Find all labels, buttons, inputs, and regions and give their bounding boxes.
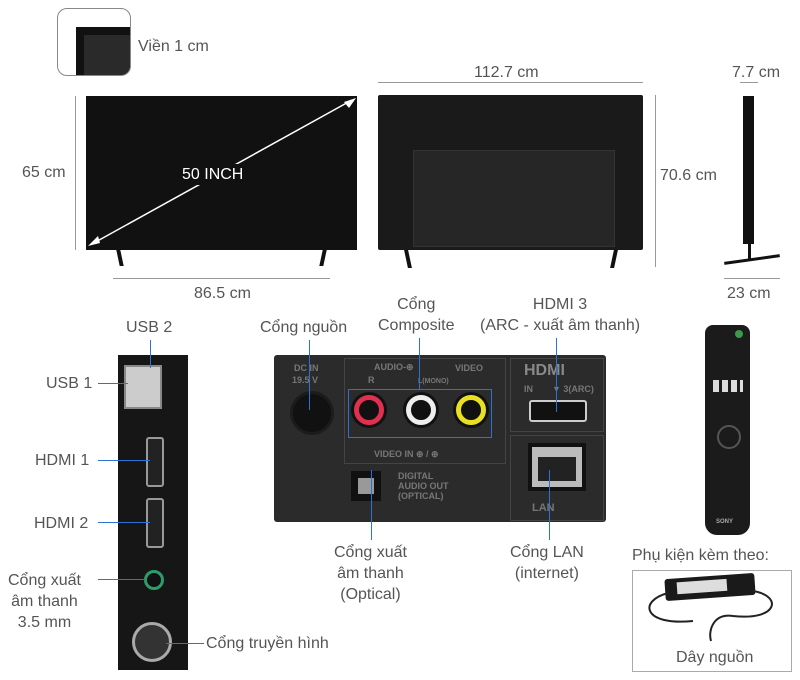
hdmi-arc-text: ▼ 3(ARC) <box>552 384 594 394</box>
front-leg-right <box>319 250 327 266</box>
antenna-port <box>132 622 172 662</box>
side-depth-line <box>740 82 758 83</box>
hdmi3-callout <box>556 338 557 412</box>
hdmi3-port <box>529 400 587 422</box>
voltage-text: 19.5 V <box>292 375 319 385</box>
back-width-line <box>378 82 643 83</box>
composite-callout <box>419 338 420 390</box>
usb1-callout <box>98 383 128 384</box>
r-text: R <box>368 375 375 385</box>
lan-text: LAN <box>532 502 555 514</box>
audio35-callout <box>98 579 146 580</box>
stand-depth-label: 23 cm <box>727 285 771 302</box>
hdmi3-label: HDMI 3 (ARC - xuất âm thanh) <box>480 296 641 334</box>
dc-power-jack <box>290 391 334 435</box>
hdmi2-port <box>146 498 164 548</box>
power-port-label: Cổng nguồn <box>260 319 348 336</box>
front-leg-left <box>116 250 124 266</box>
height-dimension-line <box>75 96 76 250</box>
front-height-label: 65 cm <box>22 164 66 181</box>
hdmi-in-text: IN <box>524 384 533 394</box>
antenna-callout <box>166 643 204 644</box>
audio-jack <box>144 570 164 590</box>
back-leg-left <box>404 250 412 268</box>
power-callout <box>309 340 310 410</box>
hdmi1-callout <box>98 460 150 461</box>
usb2-label: USB 2 <box>126 319 173 336</box>
l-text: L(MONO) <box>418 378 449 385</box>
optical-port <box>351 471 381 501</box>
side-stand <box>724 254 780 265</box>
back-height-line <box>655 95 656 267</box>
diagonal-label: 50 INCH <box>180 164 246 185</box>
bezel-label: Viền 1 cm <box>138 38 209 55</box>
video-in-text: VIDEO IN ⊕ / ⊕ <box>374 449 439 459</box>
lan-callout <box>549 470 550 540</box>
back-width-label: 112.7 cm <box>474 64 539 81</box>
audio35-label: Cổng xuất âm thanh 3.5 mm <box>8 572 81 631</box>
back-leg-right <box>610 250 618 268</box>
remote-control: SONY <box>705 325 750 535</box>
power-cable <box>648 590 773 642</box>
dc-in-text: DC IN <box>294 363 319 373</box>
hdmi-logo: HDMI <box>524 362 565 379</box>
lan-port <box>528 443 586 491</box>
rca-yellow-jack <box>456 395 486 425</box>
digital-audio-text: DIGITAL AUDIO OUT (OPTICAL) <box>398 471 449 501</box>
side-tv <box>743 96 754 244</box>
back-tv <box>378 95 643 250</box>
accessories-title: Phụ kiện kèm theo: <box>632 547 769 564</box>
hdmi1-label: HDMI 1 <box>35 452 90 469</box>
remote-brand: SONY <box>716 519 734 525</box>
hdmi2-label: HDMI 2 <box>34 515 89 532</box>
usb2-callout <box>150 340 151 368</box>
usb1-label: USB 1 <box>46 375 93 392</box>
antenna-label: Cổng truyền hình <box>206 635 329 652</box>
side-stand-post <box>748 230 751 260</box>
hdmi1-port <box>146 437 164 487</box>
optical-callout <box>371 470 372 540</box>
side-depth-label: 7.7 cm <box>732 64 781 81</box>
rear-port-panel: DC IN 19.5 V AUDIO-⊕ R L(MONO) VIDEO VID… <box>274 355 606 522</box>
stand-depth-line <box>724 278 780 279</box>
audio-text: AUDIO-⊕ <box>374 362 414 372</box>
rca-white-jack <box>406 395 436 425</box>
accessories-box: Dây nguồn <box>632 570 792 672</box>
usb-ports <box>124 365 162 409</box>
front-width-label: 86.5 cm <box>194 285 251 302</box>
lan-label: Cổng LAN (internet) <box>510 544 584 582</box>
video-text: VIDEO <box>455 363 484 373</box>
optical-label: Cổng xuất âm thanh (Optical) <box>334 544 407 603</box>
width-dimension-line <box>113 278 330 279</box>
power-cable-label: Dây nguồn <box>676 649 754 666</box>
composite-highlight <box>348 389 492 438</box>
bezel-inset <box>57 8 131 76</box>
hdmi2-callout <box>98 522 150 523</box>
composite-label: Cổng Composite <box>378 296 455 334</box>
back-height-label: 70.6 cm <box>660 167 717 184</box>
rca-red-jack <box>354 395 384 425</box>
